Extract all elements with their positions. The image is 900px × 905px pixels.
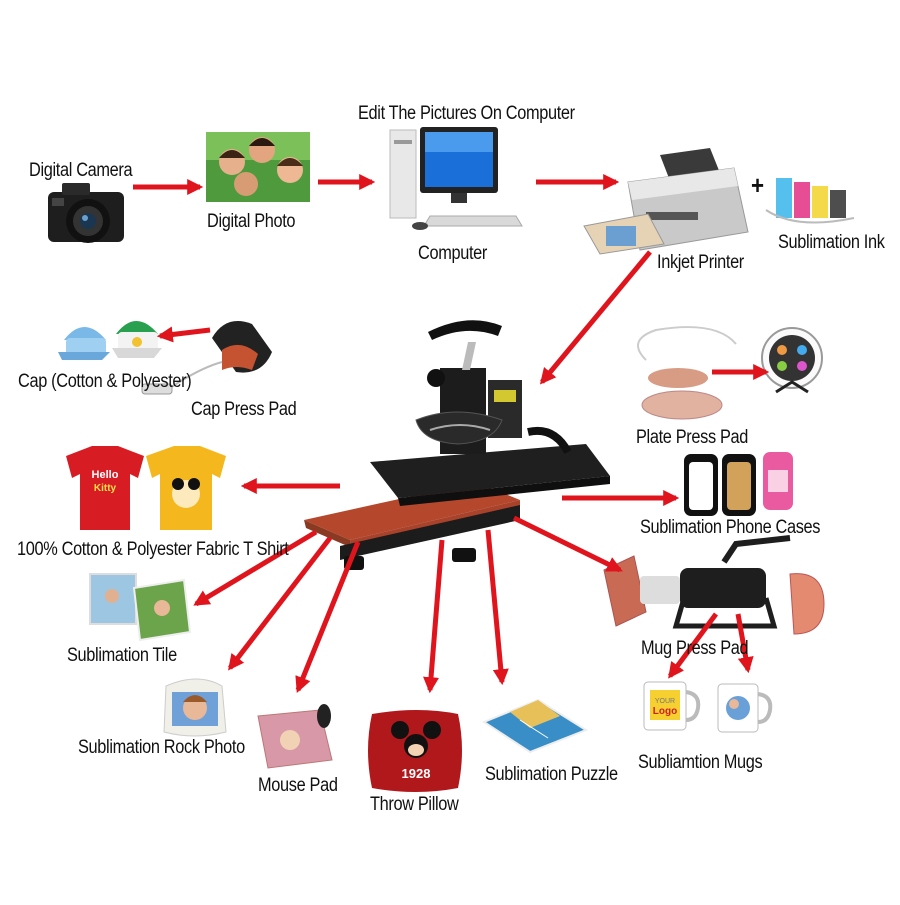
label-digital-camera: Digital Camera — [29, 160, 132, 182]
label-plate-press-pad: Plate Press Pad — [636, 427, 748, 449]
arrow-printer-to-press — [542, 252, 650, 382]
digital-photo-image — [206, 132, 310, 202]
label-sublimation-ink: Sublimation Ink — [778, 232, 885, 254]
label-phone-cases: Sublimation Phone Cases — [640, 517, 820, 539]
caps-image — [58, 321, 162, 360]
label-throw-pillow: Throw Pillow — [370, 794, 458, 816]
label-mug-press-pad: Mug Press Pad — [641, 638, 748, 660]
mug-logo-line2: Logo — [653, 706, 677, 717]
rock-photo-image — [164, 679, 226, 736]
label-rock-photo: Sublimation Rock Photo — [78, 737, 245, 759]
arrow-press-to-pillow — [430, 540, 442, 690]
label-sublimation-tile: Sublimation Tile — [67, 645, 177, 667]
tshirt-print-line2: Kitty — [94, 483, 117, 494]
arrow-press-to-mug-press — [514, 518, 620, 570]
label-computer: Computer — [418, 243, 487, 265]
pillow-number: 1928 — [402, 766, 431, 781]
puzzle-image — [484, 700, 586, 752]
plate-image — [762, 328, 822, 392]
tshirt-print-line1: Hello — [92, 469, 119, 481]
label-cap-press-pad: Cap Press Pad — [191, 399, 296, 421]
arrow-press-to-puzzle — [488, 530, 502, 682]
label-edit-pictures: Edit The Pictures On Computer — [358, 103, 575, 125]
label-cap: Cap (Cotton & Polyester) — [18, 371, 191, 393]
label-mugs: Subliamtion Mugs — [638, 752, 762, 774]
mouse-pad-image — [258, 704, 332, 768]
phone-cases-image — [684, 452, 793, 516]
label-puzzle: Sublimation Puzzle — [485, 764, 618, 786]
computer-image — [390, 127, 522, 230]
digital-camera-image — [48, 183, 124, 243]
arrow-cap-press-to-caps — [160, 330, 210, 336]
sublimation-ink-image — [766, 178, 854, 223]
label-digital-photo: Digital Photo — [207, 211, 295, 233]
tshirts-image — [66, 446, 226, 530]
plus-sign: + — [751, 170, 764, 201]
mug-logo-line1: YOUR — [655, 698, 675, 705]
label-tshirt: 100% Cotton & Polyester Fabric T Shirt — [17, 539, 289, 561]
label-mouse-pad: Mouse Pad — [258, 775, 338, 797]
inkjet-printer-image — [584, 148, 748, 254]
sublimation-tile-image — [90, 574, 190, 640]
label-inkjet-printer: Inkjet Printer — [657, 252, 744, 274]
